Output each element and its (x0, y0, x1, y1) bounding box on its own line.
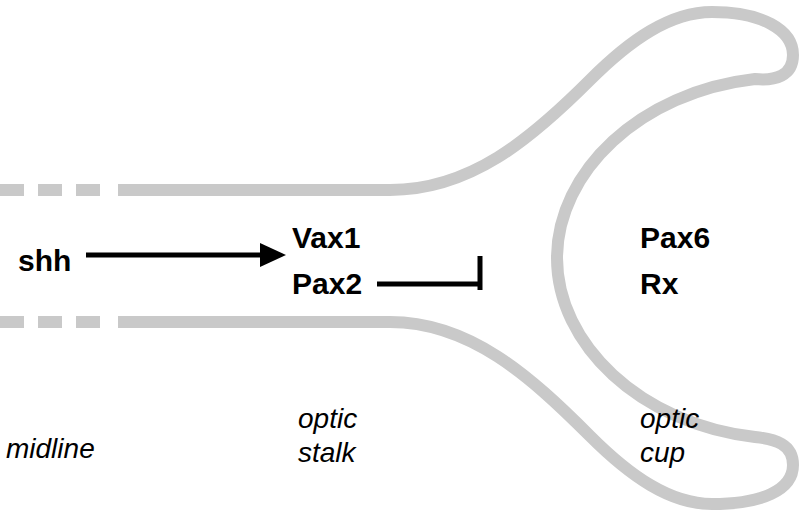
signal-gene: shh (18, 243, 76, 279)
region-label: optic stalk (298, 402, 393, 470)
gene-name: Vax1 (292, 220, 367, 256)
region-label: optic cup (640, 402, 735, 470)
gene-name: shh (18, 243, 76, 279)
gene-name: Pax2 (292, 266, 367, 302)
region-label: midline (6, 432, 146, 466)
midline-dash (0, 316, 112, 328)
gene-group: Pax6Rx (486, 220, 715, 302)
inhibition-arrow (377, 256, 480, 290)
activation-arrow (86, 243, 286, 267)
gene-name: Rx (640, 266, 715, 302)
optic-cup-outline (118, 12, 793, 504)
midline-dash (0, 184, 112, 196)
gene-name: Pax6 (640, 220, 715, 256)
gene-group: Vax1Pax2 (292, 220, 367, 302)
